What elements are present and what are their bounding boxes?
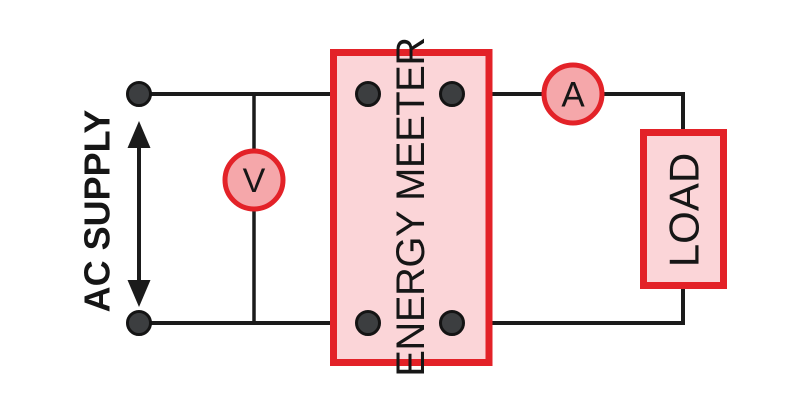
ammeter-circle (541, 62, 605, 126)
energy-meter-box (330, 49, 493, 366)
terminal-dot-supply-top (126, 81, 152, 107)
terminal-dot-meter-bottom-left (355, 310, 381, 336)
wire-meter-to-load-top (452, 92, 685, 133)
terminal-dot-supply-bottom (126, 310, 152, 336)
voltmeter-label: V (243, 162, 266, 200)
arrowhead-down (127, 280, 151, 307)
terminal-dot-meter-bottom-right (439, 310, 465, 336)
load-label: LOAD (661, 153, 708, 267)
wire-load-to-meter-bottom (452, 285, 685, 325)
energy-meter-label: ENERGY MEETER (389, 37, 433, 377)
ac-supply-label: AC SUPPLY (77, 110, 118, 313)
load-box (640, 129, 727, 289)
terminal-dot-meter-top-left (355, 81, 381, 107)
terminal-dot-meter-top-right (439, 81, 465, 107)
arrowhead-up (127, 121, 151, 148)
ac-supply-double-arrow-icon (127, 121, 151, 307)
terminal-dots (126, 81, 465, 336)
voltmeter-circle (222, 148, 286, 212)
wires (139, 92, 685, 325)
ammeter-label: A (561, 76, 585, 115)
